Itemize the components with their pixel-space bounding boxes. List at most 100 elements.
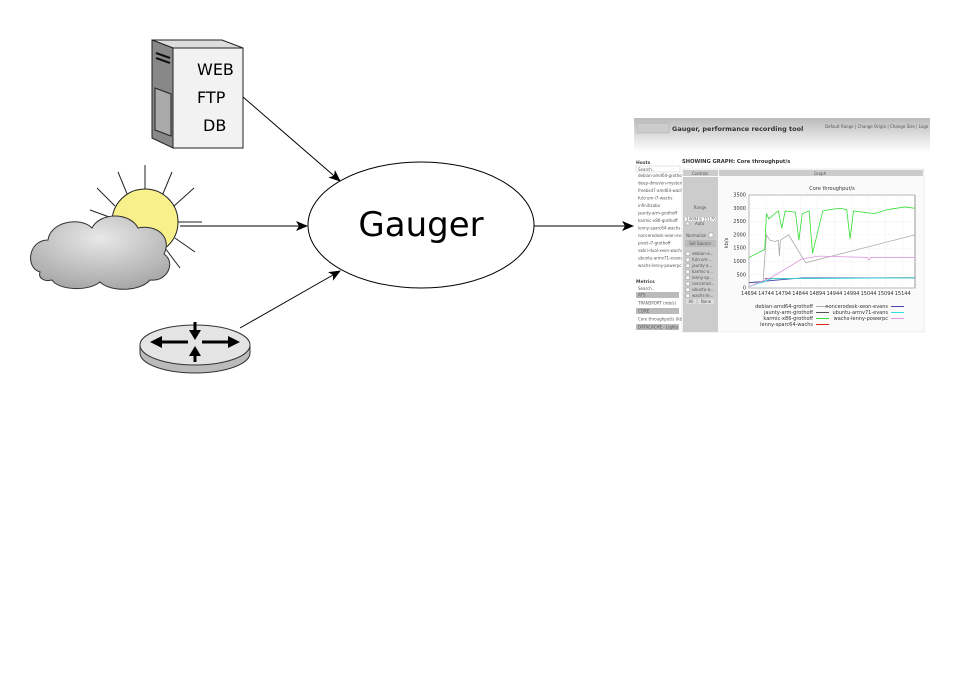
host-checkbox[interactable]: [685, 269, 690, 274]
host-check-label: lenny-sp...: [692, 275, 713, 280]
host-item[interactable]: lenny-sparc64-wachs: [638, 226, 680, 231]
plot-area: [748, 194, 916, 289]
set-source-label: Set Source: [689, 241, 711, 246]
top-links[interactable]: Default Range | Change Origin | Change S…: [825, 124, 929, 129]
legend-label: lenny-sparc64-wachs: [760, 322, 813, 328]
screenshot-thumbnail: Gauger, performance recording tool Defau…: [634, 118, 930, 333]
metric-search-text: Search..: [638, 286, 654, 291]
legend-label: noncerodesk-xeon-evans: [825, 304, 888, 310]
gauger-node: Gauger: [307, 161, 535, 289]
x-tick-label: 14894: [809, 291, 825, 297]
server-icon: WEB FTP DB: [151, 39, 244, 149]
host-item[interactable]: karmic-x86-grothoff: [638, 218, 678, 223]
x-tick-label: 14944: [826, 291, 842, 297]
tab-graph-label: Graph: [814, 171, 827, 176]
y-tick-label: 1000: [733, 259, 746, 265]
x-tick-label: 14994: [844, 291, 860, 297]
x-tick-label: 15144: [895, 291, 911, 297]
legend-label: ubuntu-armv71-evans: [832, 310, 888, 316]
y-tick-label: 3500: [733, 193, 746, 199]
y-tick-label: 0: [743, 286, 746, 292]
metrics-label: Metrics: [636, 279, 655, 285]
metric-item[interactable]: DATACACHE - Lights: [638, 325, 678, 330]
host-item[interactable]: freebsd7-amd64-wachs: [638, 188, 685, 193]
metric-group-header[interactable]: [636, 308, 679, 314]
normalize-checkbox[interactable]: [708, 232, 714, 238]
x-tick-label: 14794: [775, 291, 791, 297]
x-tick-label: 15044: [861, 291, 877, 297]
host-item[interactable]: fulcrum-i7-wachs: [638, 196, 672, 201]
y-tick-label: 2500: [733, 219, 746, 225]
gauger-label: Gauger: [358, 205, 483, 245]
range-to-input[interactable]: [702, 217, 716, 221]
series-line-debian-amd64-grothoff: [749, 233, 916, 284]
all-label: All: [689, 299, 694, 304]
metric-group-header[interactable]: [636, 292, 679, 298]
server-label-ftp: FTP: [197, 88, 226, 107]
range-from-text: 14694: [686, 216, 699, 221]
none-label: None: [701, 299, 712, 304]
host-item[interactable]: deep-dmuven-mystens: [638, 181, 684, 186]
weather-icon: [30, 165, 202, 290]
host-checkbox[interactable]: [685, 287, 690, 292]
host-item[interactable]: wachs-lenny-powerpc: [638, 263, 681, 268]
host-item[interactable]: sabri-dual-xeon-wachs: [638, 248, 683, 253]
series-line-karmic-x86-grothoff: [748, 206, 916, 258]
host-item[interactable]: debian-amd64-grothoff: [638, 173, 685, 178]
logo: [636, 122, 670, 134]
legend-label: jaunty-arm-grothoff: [763, 310, 814, 316]
series-line-ubuntu-armv71-evans: [748, 277, 916, 288]
metric-item[interactable]: Core throughput/s (kb/s): [638, 317, 687, 322]
arrow-server-to-gauger: [242, 96, 341, 182]
series-line-wachs-lenny-powerpc: [748, 255, 915, 288]
tab-controls[interactable]: [683, 170, 718, 176]
x-tick-label: 14694: [741, 291, 757, 297]
server-label-db: DB: [203, 116, 226, 135]
host-item[interactable]: infinitizabo: [638, 203, 661, 208]
page-heading: SHOWING GRAPH: Core throughput/s: [682, 159, 790, 165]
host-checkbox[interactable]: [685, 275, 690, 280]
host-check-label: wachs-le...: [692, 293, 713, 298]
host-check-label: noncerod...: [692, 281, 715, 286]
host-search[interactable]: [635, 165, 681, 173]
host-check-label: fulcrum-...: [692, 257, 713, 262]
range-to-text: 15170: [703, 216, 716, 221]
host-checkbox[interactable]: [685, 257, 690, 262]
host-checkbox[interactable]: [685, 263, 690, 268]
normalize-label: Normalize: [686, 233, 707, 238]
legend-label: karmic-x86-grothoff: [763, 316, 813, 322]
host-item[interactable]: ubuntu-armv71-evans: [638, 256, 682, 261]
all-button[interactable]: [686, 299, 696, 304]
y-tick-label: 500: [736, 272, 746, 278]
x-tick-label: 14744: [758, 291, 774, 297]
metric-item[interactable]: ATS: [638, 293, 646, 298]
y-axis-label: kb/s: [724, 237, 730, 248]
host-check-label: debian-a...: [692, 251, 713, 256]
metric-group-header[interactable]: [636, 324, 679, 330]
host-check-label: jaunty-a...: [691, 263, 712, 268]
host-item[interactable]: noncerodesk-xeon-evans: [638, 233, 688, 238]
legend-label: debian-amd64-grothoff: [755, 304, 813, 310]
hosts-label: Hosts: [636, 160, 651, 166]
tab-graph[interactable]: [719, 170, 923, 176]
host-checkbox[interactable]: [685, 251, 690, 256]
host-checkbox[interactable]: [685, 293, 690, 298]
server-label-web: WEB: [197, 60, 234, 79]
legend-label: wachs-lenny-powerpc: [834, 316, 889, 322]
range-from-input[interactable]: [685, 217, 699, 221]
metric-item[interactable]: CORE: [638, 309, 650, 314]
host-item[interactable]: jaunty-arm-grothoff: [637, 211, 677, 216]
set-source-button[interactable]: [685, 240, 716, 247]
auto-label: Auto: [695, 221, 705, 226]
host-checkbox[interactable]: [685, 281, 690, 286]
chart-title: Core throughput/s: [809, 186, 855, 192]
host-search-text: Search..: [638, 167, 654, 172]
arrow-router-to-gauger: [239, 270, 341, 329]
tab-controls-label: Controls: [692, 171, 709, 176]
range-label: Range: [694, 205, 707, 210]
none-button[interactable]: [698, 299, 714, 304]
auto-checkbox[interactable]: [685, 221, 690, 226]
metric-item[interactable]: TRANSPORT (mb/s): [637, 301, 677, 306]
host-item[interactable]: pivot-i7-grothoff: [638, 241, 671, 246]
